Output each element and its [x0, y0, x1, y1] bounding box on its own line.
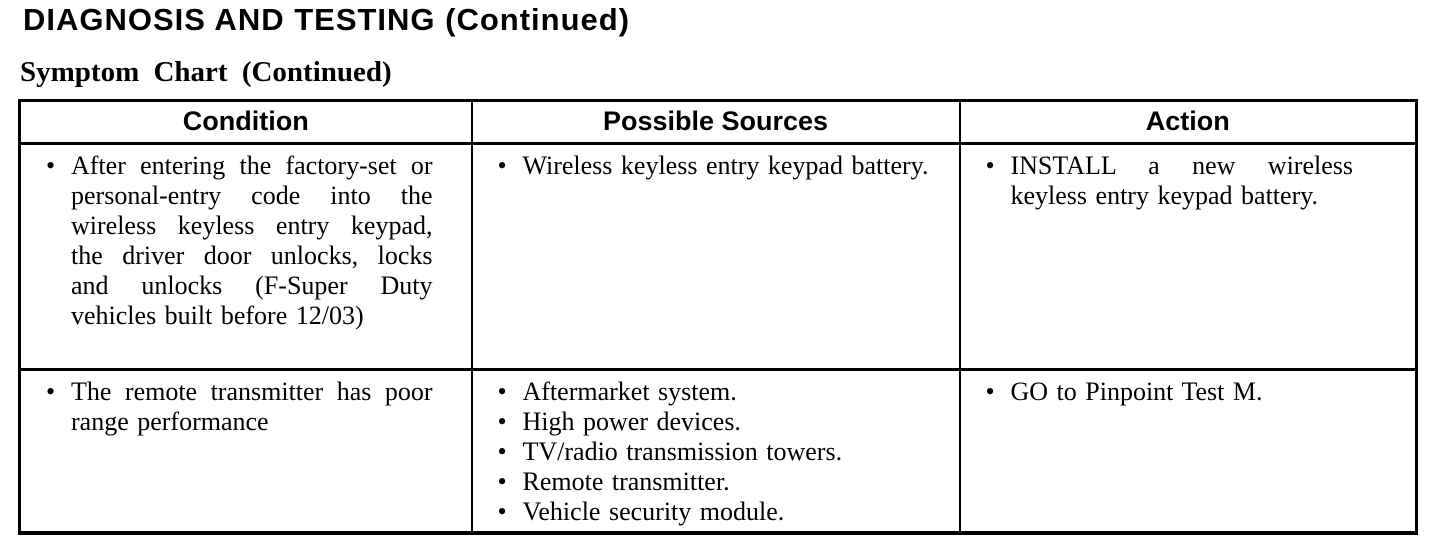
bullet-item: • TV/radio transmission towers. — [473, 437, 941, 467]
table-header-row: Condition Possible Sources Action — [18, 99, 1418, 145]
bullet-item: • INSTALL a new wireless keyless entry ke… — [961, 151, 1354, 211]
bullet-item: • Wireless keyless entry keypad battery. — [473, 151, 941, 181]
bullet-icon: • — [497, 407, 507, 436]
bullet-icon: • — [46, 377, 56, 406]
cell-action: • INSTALL a new wireless keyless entry ke… — [958, 142, 1418, 371]
cell-possible-sources: • Aftermarket system. • High power devices.… — [470, 368, 961, 534]
bullet-item-text: Vehicle security module. — [522, 497, 785, 526]
bullet-item: • Aftermarket system. — [473, 377, 941, 407]
bullet-item: • The remote transmitter has poor range p… — [21, 377, 433, 437]
section-subtitle: Symptom Chart (Continued) — [20, 56, 392, 88]
cell-condition: • The remote transmitter has poor range p… — [18, 368, 473, 534]
bullet-item-text: The remote transmitter has poor range pe… — [71, 377, 433, 436]
cell-condition: • After entering the factory-set or perso… — [18, 142, 473, 371]
table-row: • After entering the factory-set or perso… — [18, 142, 1418, 371]
bullet-item: • Remote transmitter. — [473, 467, 941, 497]
bullet-item-text: Wireless keyless entry keypad battery. — [522, 151, 929, 180]
bullet-item: • Vehicle security module. — [473, 497, 941, 527]
bullet-item-text: Remote transmitter. — [522, 467, 730, 496]
column-header-possible-sources: Possible Sources — [470, 99, 961, 145]
bullet-icon: • — [497, 467, 507, 496]
bullet-icon: • — [985, 151, 995, 180]
bullet-item: • GO to Pinpoint Test M. — [961, 377, 1354, 407]
page-title: DIAGNOSIS AND TESTING (Continued) — [23, 2, 631, 37]
bullet-icon: • — [497, 437, 507, 466]
bullet-item-text: TV/radio transmission towers. — [522, 437, 843, 466]
cell-possible-sources: • Wireless keyless entry keypad battery. — [470, 142, 961, 371]
bullet-item: • After entering the factory-set or perso… — [21, 151, 433, 331]
bullet-item-text: High power devices. — [522, 407, 741, 436]
table-row: • The remote transmitter has poor range p… — [18, 368, 1418, 534]
bullet-item-text: Aftermarket system. — [522, 377, 737, 406]
bullet-icon: • — [497, 377, 507, 406]
symptom-chart-table: Condition Possible Sources Action • After… — [18, 99, 1418, 535]
column-header-condition: Condition — [18, 99, 473, 145]
column-header-action: Action — [958, 99, 1418, 145]
bullet-icon: • — [497, 151, 507, 180]
bullet-item-text: GO to Pinpoint Test M. — [1010, 377, 1263, 406]
bullet-item: • High power devices. — [473, 407, 941, 437]
bullet-item-text: INSTALL a new wireless keyless entry key… — [1010, 151, 1354, 210]
bullet-icon: • — [985, 377, 995, 406]
bullet-item-text: After entering the factory-set or person… — [71, 151, 433, 330]
cell-action: • GO to Pinpoint Test M. — [958, 368, 1418, 534]
bullet-icon: • — [497, 497, 507, 526]
bullet-icon: • — [46, 151, 56, 180]
